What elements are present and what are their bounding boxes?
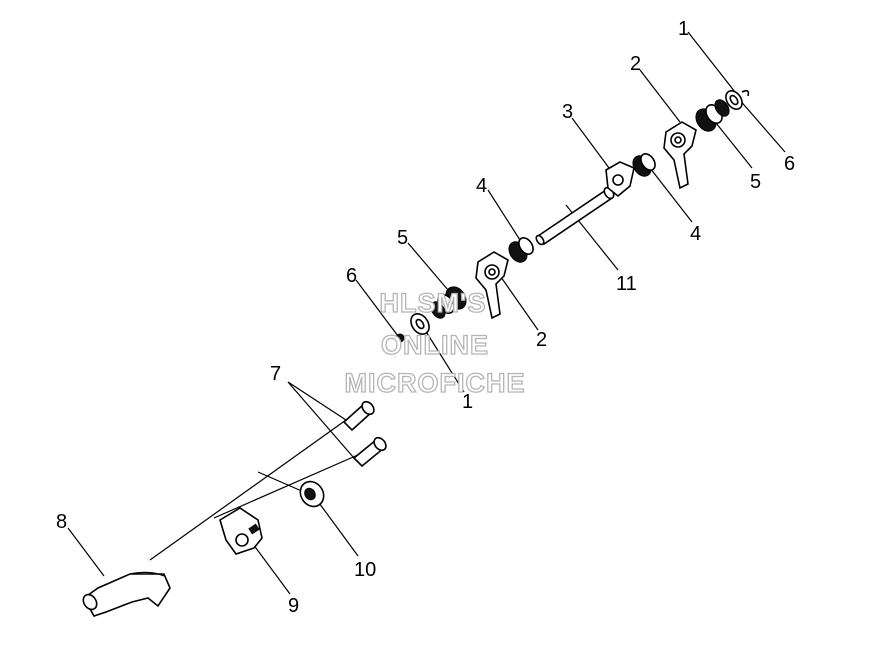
callout-4-lower: 4 [476, 175, 487, 197]
callout-5-upper: 5 [750, 171, 761, 193]
callout-1-upper: 1 [678, 18, 689, 40]
callout-1-lower: 1 [462, 391, 473, 413]
watermark-line1: HLSM'S [380, 288, 487, 318]
assembly-axis [149, 419, 361, 561]
shift-plate [219, 507, 263, 555]
spring-upper [632, 153, 656, 177]
collar-upper [695, 99, 730, 132]
watermark: HLSM'S ONLINE MICROFICHE [344, 287, 526, 398]
callout-6-lower: 6 [346, 265, 357, 287]
callout-2-lower: 2 [536, 329, 547, 351]
leader-lines [67, 31, 786, 595]
spring-lower [508, 237, 534, 263]
callout-11: 11 [616, 273, 637, 295]
callout-10: 10 [354, 559, 376, 581]
callout-3: 3 [562, 101, 573, 123]
callout-4-upper: 4 [690, 223, 701, 245]
shift-lever [82, 571, 171, 617]
callout-6-upper: 6 [784, 153, 795, 175]
collar-lower [430, 286, 467, 319]
callouts: 1 2 3 6 5 4 4 11 5 6 2 1 7 8 10 9 [56, 18, 795, 617]
callout-2-upper: 2 [630, 53, 641, 75]
bushing [299, 480, 325, 508]
callout-8: 8 [56, 511, 67, 533]
watermark-line3: MICROFICHE [345, 368, 526, 398]
shift-shaft [535, 186, 615, 246]
callout-9: 9 [288, 595, 299, 617]
pins [342, 400, 387, 468]
watermark-line2: ONLINE [381, 330, 489, 360]
upper-shift-fork-group [605, 89, 750, 198]
middle-shift-fork-group [395, 237, 534, 343]
callout-7: 7 [270, 363, 281, 385]
callout-5-lower: 5 [397, 227, 408, 249]
